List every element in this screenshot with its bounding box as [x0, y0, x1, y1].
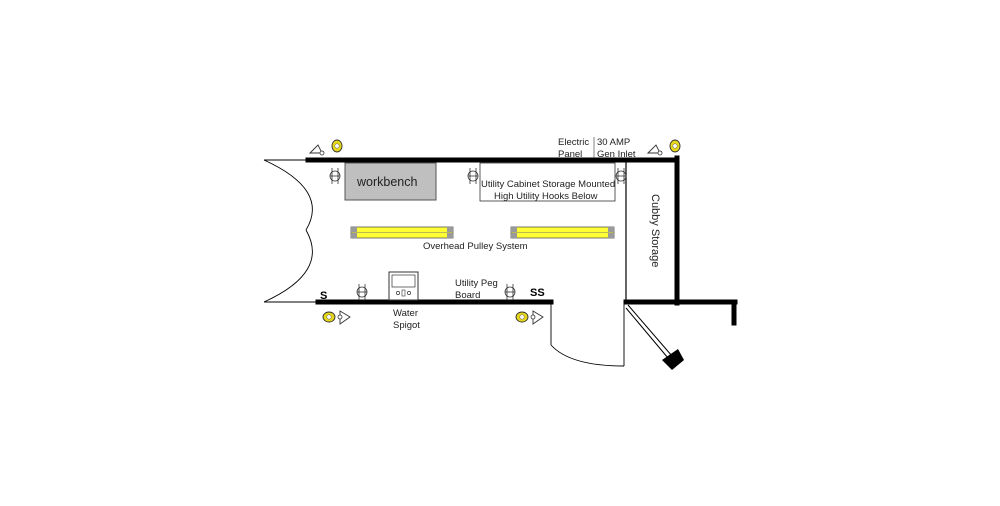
floodlight-icon	[308, 139, 343, 156]
workbench: workbench	[344, 162, 437, 201]
outlet-icon	[356, 284, 368, 300]
peg-board-label-line2: Board	[455, 290, 480, 301]
left-double-door[interactable]	[263, 159, 318, 303]
workbench-label: workbench	[356, 175, 417, 189]
sink-icon	[388, 271, 419, 301]
light-switch-single[interactable]: S	[320, 290, 327, 302]
outlet-icon	[467, 168, 479, 184]
cabinet-label-line1: Utility Cabinet Storage Mounted	[481, 179, 615, 190]
outlet-icon	[504, 284, 516, 300]
gen-inlet-label-line2: Gen Inlet	[597, 149, 636, 160]
angled-door[interactable]	[625, 304, 684, 370]
floodlight-icon	[322, 310, 351, 325]
floodlight-icon	[515, 310, 544, 325]
outlet-icon	[615, 168, 627, 184]
gen-inlet-label-line1: 30 AMP	[597, 137, 630, 148]
outlet-icon	[329, 168, 341, 184]
light-switch-double[interactable]: SS	[530, 287, 545, 299]
bottom-door[interactable]	[550, 302, 625, 367]
water-spigot-label-line1: Water	[393, 308, 418, 319]
walls	[305, 155, 738, 326]
electric-panel-label-line2: Panel	[558, 149, 582, 160]
cubby-storage-label: Cubby Storage	[649, 194, 661, 267]
overhead-light-right	[510, 226, 615, 239]
overhead-light-left	[350, 226, 454, 239]
water-spigot-label-line2: Spigot	[393, 320, 420, 331]
cabinet-label-line2: High Utility Hooks Below	[494, 191, 598, 202]
electric-panel-label-line1: Electric	[558, 137, 589, 148]
utility-cabinet: Utility Cabinet Storage Mounted High Uti…	[479, 162, 616, 202]
pulley-label: Overhead Pulley System	[423, 241, 528, 252]
peg-board-label-line1: Utility Peg	[455, 278, 498, 289]
floodlight-icon	[646, 139, 681, 156]
